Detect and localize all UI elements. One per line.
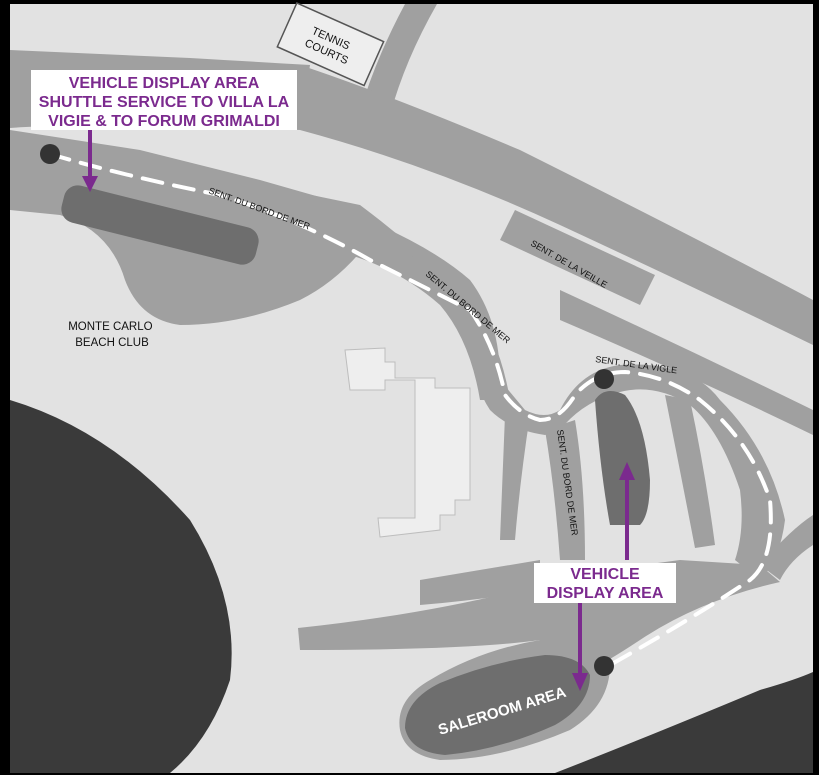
- tennis-courts-box: [276, 1, 385, 87]
- beach-club-line-1: MONTE CARLO: [68, 321, 152, 333]
- road-tennis: [360, 4, 437, 115]
- road-upper-band: [300, 65, 813, 345]
- display-callout-line-1: VEHICLE: [570, 566, 640, 583]
- sea-bottom-right: [555, 672, 813, 773]
- road-la-veille: [500, 210, 655, 305]
- road-vertical-3: [665, 395, 715, 548]
- vehicle-display-area-center: [595, 391, 650, 525]
- shuttle-callout-line-2: SHUTTLE SERVICE TO VILLA LA: [38, 94, 290, 111]
- building: [344, 347, 471, 538]
- bus-stop-dot-icon: [40, 144, 60, 164]
- sea-left: [10, 400, 232, 773]
- road-right-edge: [760, 515, 813, 580]
- road-vertical-2: [545, 420, 585, 560]
- arrow-icon: [572, 602, 588, 691]
- shuttle-callout-line-3: VIGIE & TO FORUM GRIMALDI: [48, 113, 280, 130]
- road-right-diagonal: [560, 290, 813, 435]
- beach-club-line-2: BEACH CLUB: [75, 337, 149, 349]
- road-curve: [355, 215, 785, 580]
- road-lower-spur: [420, 560, 540, 605]
- shuttle-callout: VEHICLE DISPLAY AREA SHUTTLE SERVICE TO …: [31, 70, 297, 130]
- vehicle-display-area-left: [61, 185, 259, 265]
- display-callout: VEHICLE DISPLAY AREA: [534, 563, 676, 603]
- saleroom-area: [405, 655, 590, 755]
- beach-club-label: MONTE CARLO BEACH CLUB: [68, 321, 156, 349]
- bus-stop-dot-icon: [594, 369, 614, 389]
- road-vertical-1: [500, 415, 530, 540]
- arrow-icon: [619, 462, 635, 560]
- shuttle-callout-line-1: VEHICLE DISPLAY AREA: [68, 75, 260, 92]
- display-callout-line-2: DISPLAY AREA: [546, 585, 664, 602]
- bus-stop-dot-icon: [594, 656, 614, 676]
- road-bord-de-mer-inner: [190, 170, 510, 400]
- arrow-icon: [82, 130, 98, 192]
